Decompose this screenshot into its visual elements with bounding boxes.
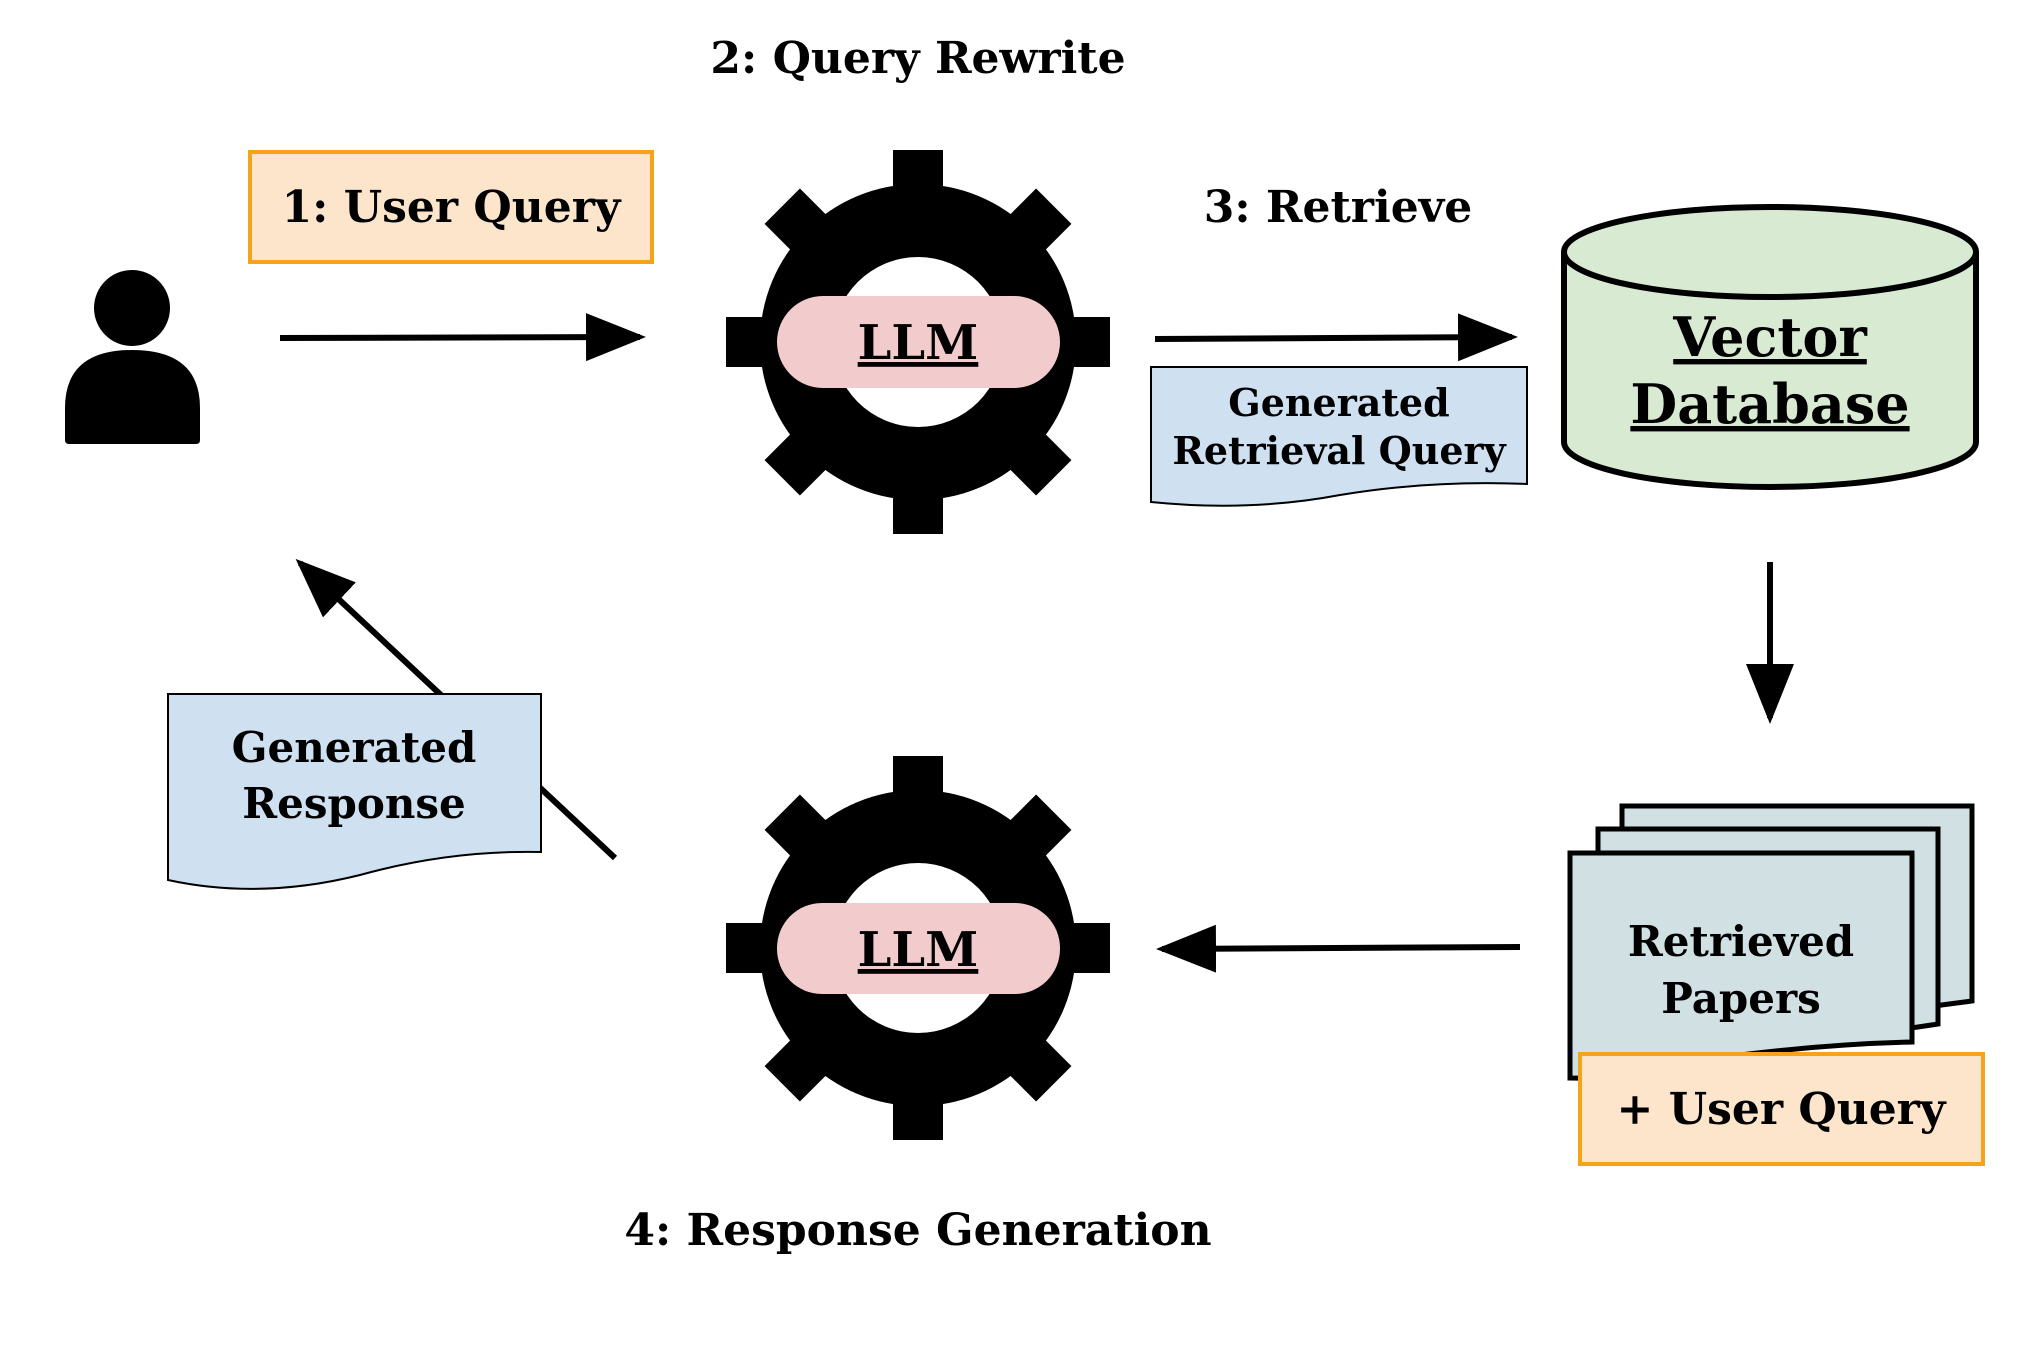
llm-generation-pill bbox=[777, 903, 1060, 994]
arrow-user-to-rewrite bbox=[279, 313, 646, 362]
step-response-generation-label: 4: Response Generation bbox=[624, 1205, 1211, 1256]
generated-query-line2: Retrieval Query bbox=[1172, 428, 1506, 473]
retrieved-papers-line1: Retrieved bbox=[1628, 917, 1854, 966]
generated-query-line1: Generated bbox=[1228, 380, 1449, 425]
generated-response-line2: Response bbox=[242, 779, 466, 828]
plus-user-query-box: + User Query bbox=[1578, 1052, 1985, 1166]
user-icon bbox=[65, 270, 200, 444]
llm-generation-label: LLM bbox=[858, 922, 979, 978]
vector-database: Vector Database bbox=[1561, 204, 1979, 490]
user-query-box: 1: User Query bbox=[248, 150, 654, 264]
generated-response-doc: Generated Response bbox=[167, 693, 542, 890]
llm-generation-gear: LLM bbox=[726, 756, 1110, 1140]
llm-rewrite-gear: LLM bbox=[726, 150, 1110, 534]
llm-rewrite-pill bbox=[777, 296, 1060, 388]
arrow-papers-to-generation bbox=[1156, 924, 1521, 973]
user-query-label: 1: User Query bbox=[282, 182, 622, 233]
step-query-rewrite-label: 2: Query Rewrite bbox=[710, 33, 1125, 84]
retrieved-papers-line2: Papers bbox=[1661, 974, 1821, 1023]
retrieved-papers-stack: Retrieved Papers bbox=[1567, 803, 1975, 1081]
step-retrieve-label: 3: Retrieve bbox=[1204, 182, 1473, 233]
plus-user-query-label: + User Query bbox=[1617, 1084, 1947, 1135]
generated-retrieval-query-doc: Generated Retrieval Query bbox=[1150, 366, 1528, 507]
vector-database-line1: Vector bbox=[1672, 305, 1867, 369]
vector-database-line2: Database bbox=[1630, 372, 1909, 436]
llm-rewrite-label: LLM bbox=[858, 315, 979, 371]
arrow-rewrite-to-database bbox=[1154, 313, 1518, 362]
generated-response-line1: Generated bbox=[232, 723, 477, 772]
